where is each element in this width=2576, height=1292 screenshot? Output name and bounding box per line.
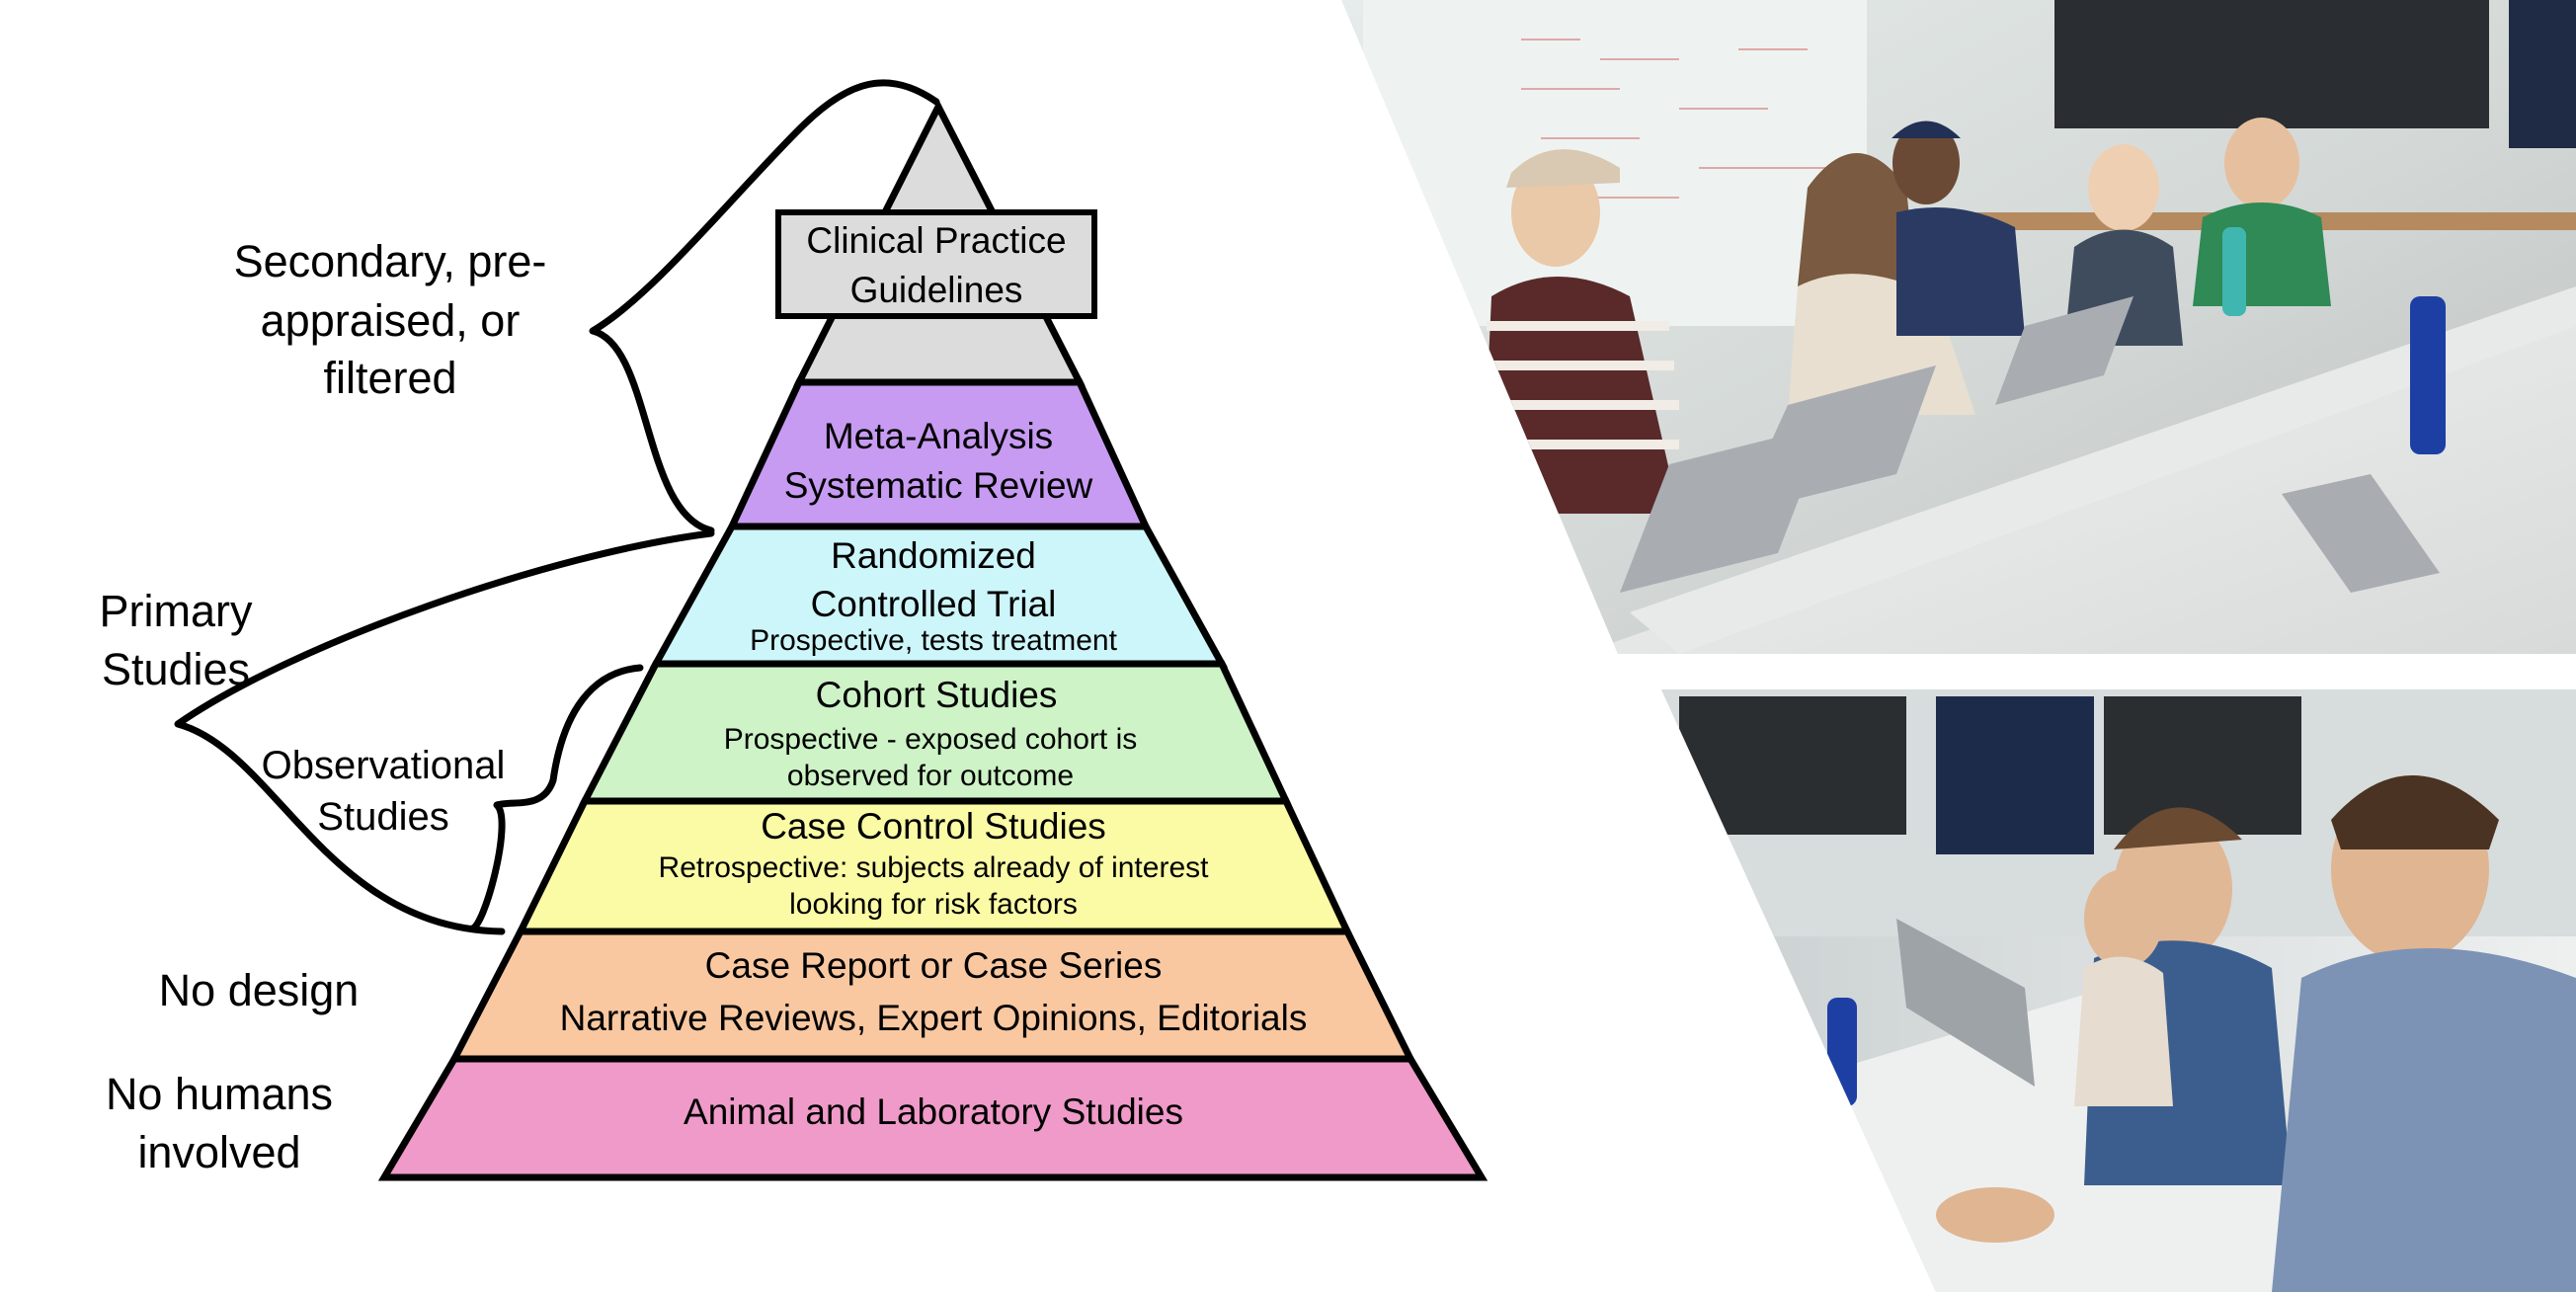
tier-rct-line2: Controlled Trial: [811, 584, 1057, 624]
secondary-label-line1: Secondary, pre-: [234, 236, 547, 286]
tier-rct-note: Prospective, tests treatment: [750, 624, 1117, 657]
tier-casereport-line2: Narrative Reviews, Expert Opinions, Edit…: [560, 998, 1308, 1038]
tier-cohort-line3: observed for outcome: [787, 760, 1074, 792]
observational-label-line2: Studies: [317, 795, 448, 839]
tier-casecontrol-line3: looking for risk factors: [789, 888, 1078, 921]
no-design-label: No design: [159, 965, 360, 1015]
tier-meta-line1: Meta-Analysis: [824, 416, 1053, 456]
secondary-brace: [589, 79, 940, 534]
primary-label-line2: Studies: [102, 644, 250, 694]
apex-label-box: [775, 209, 1097, 319]
no-humans-label-line2: involved: [137, 1127, 300, 1177]
tier-animal-line1: Animal and Laboratory Studies: [684, 1091, 1183, 1132]
tier-casecontrol-line2: Retrospective: subjects already of inter…: [659, 851, 1210, 884]
tier-animal-lab: [377, 1055, 1489, 1181]
secondary-label-line2: appraised, or: [261, 295, 521, 346]
tier-casereport-line1: Case Report or Case Series: [705, 945, 1163, 986]
brackets: [174, 79, 940, 935]
classroom-photo-top: [1341, 0, 2576, 654]
secondary-label-line3: filtered: [323, 353, 456, 403]
observational-label-line1: Observational: [262, 744, 506, 787]
side-labels: Secondary, pre- appraised, or filtered P…: [100, 236, 547, 1177]
classroom-photo-bottom: [1661, 689, 2576, 1292]
observational-brace: [468, 664, 644, 932]
no-humans-label-line1: No humans: [106, 1069, 333, 1119]
tier-rct-line1: Randomized: [831, 535, 1036, 576]
apex-label-line1: Clinical Practice: [806, 220, 1066, 261]
tier-meta-line2: Systematic Review: [784, 465, 1093, 506]
primary-label-line1: Primary: [100, 586, 253, 636]
tier-cohort-line1: Cohort Studies: [816, 675, 1058, 715]
tier-cohort-line2: Prospective - exposed cohort is: [724, 723, 1138, 756]
tier-casecontrol-line1: Case Control Studies: [761, 806, 1106, 847]
evidence-pyramid: Clinical Practice Guidelines Meta-Analys…: [377, 99, 1489, 1181]
apex-label-line2: Guidelines: [850, 270, 1023, 310]
primary-brace: [174, 529, 715, 935]
